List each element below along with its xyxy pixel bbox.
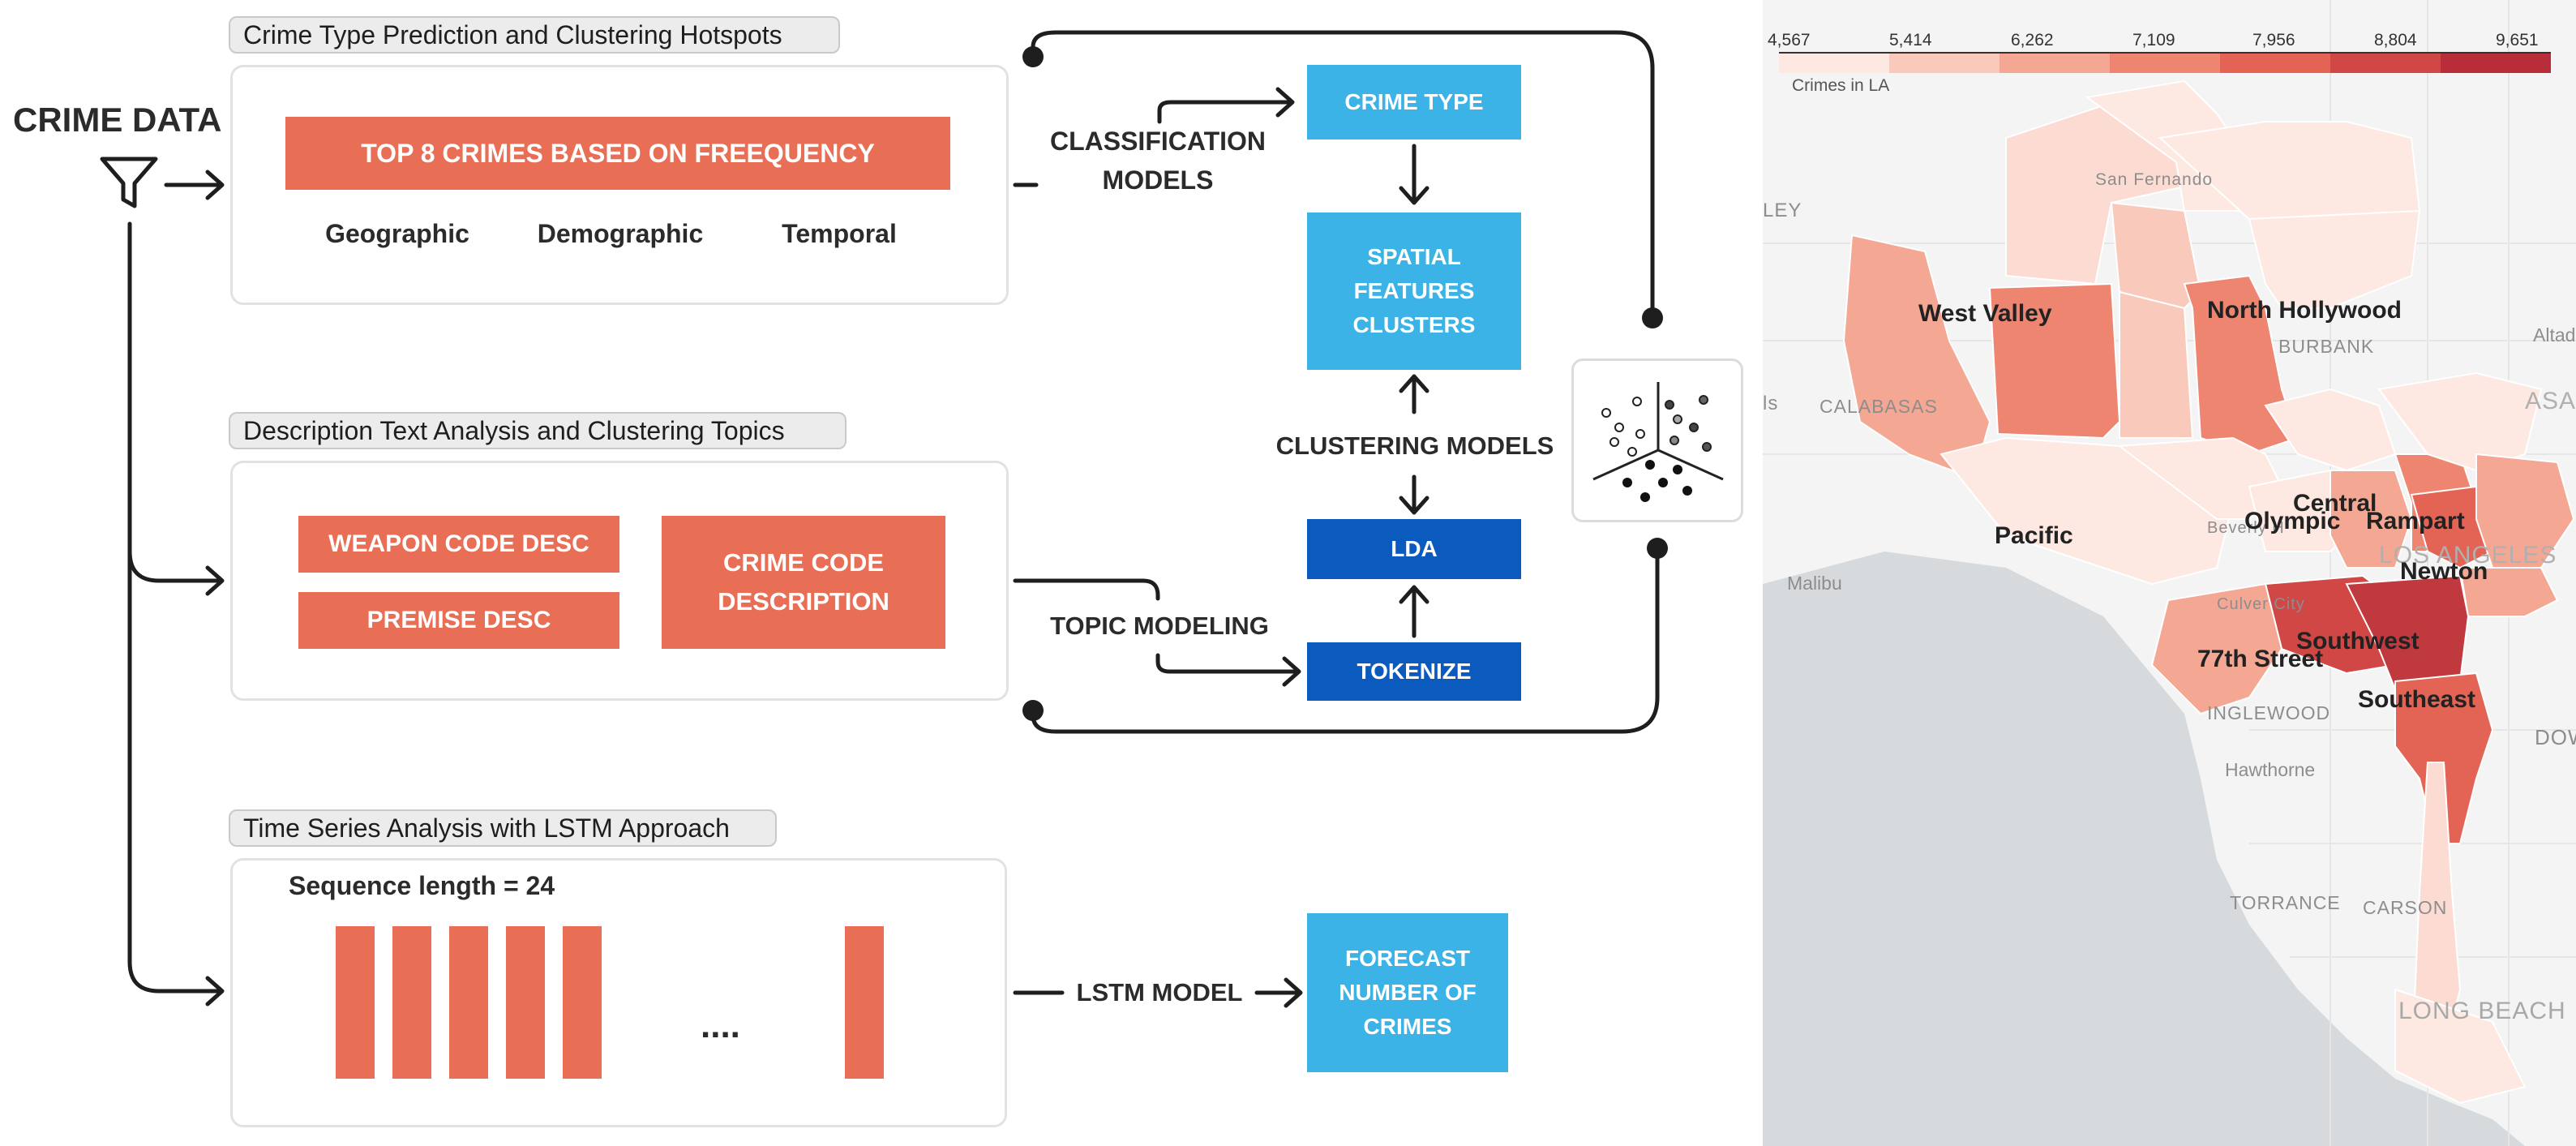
spatial-line3: CLUSTERS xyxy=(1352,312,1476,337)
map-area-harbor xyxy=(2394,988,2527,1105)
area-label: Pacific xyxy=(1995,522,2073,549)
map-area-southeast xyxy=(2394,672,2494,844)
legend-tick: 4,567 xyxy=(1768,31,1811,49)
sequence-length-label: Sequence length = 24 xyxy=(289,871,555,900)
sequence-bar-last xyxy=(845,926,884,1079)
filter-icon xyxy=(100,157,158,208)
sequence-bar xyxy=(336,926,375,1079)
area-label: West Valley xyxy=(1918,300,2052,327)
legend-tick: 7,956 xyxy=(2252,31,2295,49)
map-graphic xyxy=(1763,0,2576,1146)
section-title-crime-type: Crime Type Prediction and Clustering Hot… xyxy=(229,16,840,54)
legend-swatch xyxy=(2330,52,2441,73)
place-label: Beverly H xyxy=(2207,519,2285,537)
crime-code-line1: CRIME CODE xyxy=(722,548,885,577)
forecast-line3: CRIMES xyxy=(1363,1014,1452,1039)
legend-swatch xyxy=(2220,52,2330,73)
area-label: Rampart xyxy=(2366,508,2465,534)
map-area-hollywood xyxy=(2264,388,2397,472)
area-label: North Hollywood xyxy=(2207,297,2402,324)
tokenize-block: TOKENIZE xyxy=(1307,642,1521,701)
legend-swatch xyxy=(2000,52,2110,73)
map-area-olympic xyxy=(2330,470,2413,569)
area-label: Olympic xyxy=(2244,508,2341,534)
place-label: LOS ANGELES xyxy=(2379,542,2557,569)
clustering-models-label: CLUSTERING MODELS xyxy=(1275,431,1554,460)
legend-tick: 5,414 xyxy=(1889,31,1932,49)
cluster-scatter-icon xyxy=(1571,358,1743,522)
cluster-scatter-graphic xyxy=(1592,382,1724,502)
lstm-model-label: LSTM MODEL xyxy=(1076,978,1243,1007)
area-label: Southwest xyxy=(2296,628,2420,655)
map-area-mid-valley xyxy=(2119,290,2194,439)
legend-title: Crimes in LA xyxy=(1792,76,1890,95)
place-label: Altad xyxy=(2533,324,2576,346)
crime-type-block: CRIME TYPE xyxy=(1307,65,1521,139)
legend-axis-line xyxy=(1779,52,2551,54)
legend-tick: 7,109 xyxy=(2132,31,2175,49)
map-area-west-valley xyxy=(1988,282,2121,440)
crime-code-line2: DESCRIPTION xyxy=(718,587,889,616)
place-label: Malibu xyxy=(1787,573,1842,594)
area-label: Newton xyxy=(2400,558,2488,585)
spatial-line1: SPATIAL xyxy=(1367,244,1461,269)
area-label: Southeast xyxy=(2358,686,2476,713)
place-label: BURBANK xyxy=(2278,336,2375,357)
classification-line2: MODELS xyxy=(1102,165,1214,195)
forecast-line1: FORECAST xyxy=(1345,946,1470,971)
place-label: Hawthorne xyxy=(2225,759,2316,780)
feature-demographic: Demographic xyxy=(537,219,704,248)
sequence-bar xyxy=(392,926,431,1079)
place-label: Culver City xyxy=(2217,595,2305,613)
crime-code-description-box: CRIME CODE DESCRIPTION xyxy=(662,516,945,649)
legend-swatch xyxy=(2441,52,2551,73)
la-crime-map: 4,567 5,414 6,262 7,109 7,956 8,804 9,65… xyxy=(1763,0,2576,1146)
sequence-bar xyxy=(506,926,545,1079)
feature-temporal: Temporal xyxy=(782,219,897,248)
place-label: LONG BEACH xyxy=(2398,998,2566,1024)
spatial-line2: FEATURES xyxy=(1353,278,1475,303)
topic-modeling-label: TOPIC MODELING xyxy=(1050,612,1269,640)
premise-desc-box: PREMISE DESC xyxy=(298,592,619,649)
place-label: TORRANCE xyxy=(2230,892,2341,913)
map-area-hollywood-hills xyxy=(2248,209,2421,309)
classification-models-label: CLASSIFICATION MODELS xyxy=(1036,122,1279,200)
area-label: Central xyxy=(2293,490,2377,517)
place-label: ASADE xyxy=(2525,388,2576,414)
lda-block: LDA xyxy=(1307,519,1521,579)
place-label: CARSON xyxy=(2363,897,2448,918)
place-label: CALABASAS xyxy=(1819,396,1938,417)
crime-data-label: CRIME DATA xyxy=(13,101,222,139)
map-area-topanga xyxy=(1842,234,1991,480)
place-label: San Fernando xyxy=(2095,170,2214,189)
top-crimes-banner: TOP 8 CRIMES BASED ON FREEQUENCY xyxy=(285,117,950,190)
sequence-ellipsis: .... xyxy=(701,1006,740,1045)
map-area-west-la-south xyxy=(2150,582,2283,715)
connector-lines xyxy=(127,30,1668,1008)
forecast-block: FORECAST NUMBER OF CRIMES xyxy=(1307,913,1508,1072)
ocean xyxy=(1763,552,2525,1146)
spatial-features-clusters-block: SPATIAL FEATURES CLUSTERS xyxy=(1307,212,1521,370)
map-area-northeast xyxy=(2377,371,2543,472)
legend-swatch xyxy=(1779,52,1889,73)
legend-tick: 9,651 xyxy=(2496,31,2539,49)
forecast-line2: NUMBER OF xyxy=(1339,980,1477,1005)
legend-tick: 6,262 xyxy=(2011,31,2054,49)
feature-geographic: Geographic xyxy=(325,219,469,248)
place-label: INGLEWOOD xyxy=(2207,702,2331,723)
place-label: ls xyxy=(1763,393,1779,414)
place-label: DOW xyxy=(2535,725,2576,749)
area-label: 77th Street xyxy=(2197,646,2324,672)
legend-tick: 8,804 xyxy=(2374,31,2417,49)
section-title-text-analysis: Description Text Analysis and Clustering… xyxy=(229,412,847,449)
sequence-bar xyxy=(449,926,488,1079)
legend-swatch xyxy=(1889,52,2000,73)
legend-swatch xyxy=(2110,52,2220,73)
sequence-bar xyxy=(563,926,602,1079)
legend-colorbar xyxy=(1779,52,2551,73)
place-label: LEY xyxy=(1763,200,1802,221)
classification-line1: CLASSIFICATION xyxy=(1049,127,1267,156)
weapon-code-desc-box: WEAPON CODE DESC xyxy=(298,516,619,573)
section-title-time-series: Time Series Analysis with LSTM Approach xyxy=(229,809,777,847)
